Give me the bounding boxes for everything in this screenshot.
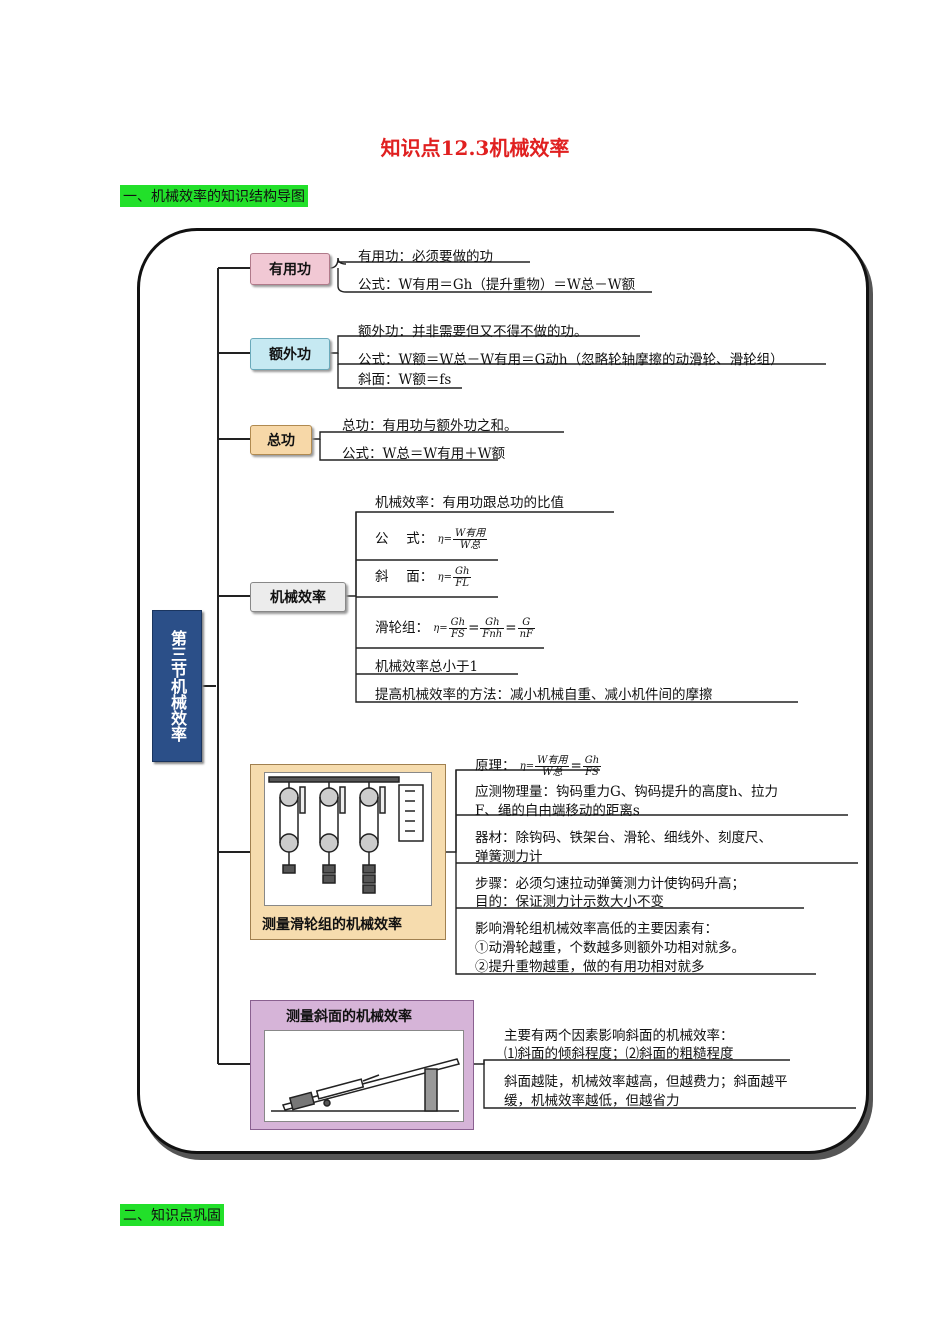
denominator: W总 (459, 540, 481, 551)
formula-label: 公 式： (375, 531, 434, 547)
pulley-steps-2: 目的：保证测力计示数大小不变 (475, 894, 664, 910)
node-efficiency: 机械效率 (250, 582, 346, 612)
root-node: 第三节机械效率 (152, 610, 202, 762)
pulley-label: 滑轮组： (375, 620, 429, 636)
denominator: Fnh (482, 629, 503, 640)
denominator: W总 (542, 767, 563, 778)
section-heading-2: 二、知识点巩固 (120, 1204, 224, 1226)
pulley-illustration (264, 772, 432, 906)
node-extra-work: 额外功 (250, 338, 330, 370)
eta-symbol: η= (437, 534, 452, 545)
incline-factors-1: 主要有两个因素影响斜面的机械效率： (504, 1028, 734, 1044)
eta-symbol: η= (437, 572, 452, 583)
useful-definition: 有用功：必须要做的功 (358, 249, 493, 265)
pulley-equipment-2: 弹簧测力计 (475, 849, 543, 865)
incline-experiment-label: 测量斜面的机械效率 (286, 1009, 412, 1025)
efficiency-less-than-one: 机械效率总小于1 (375, 659, 479, 675)
pulley-equipment-1: 器材：除钩码、铁架台、滑轮、细线外、刻度尺、 (475, 830, 772, 846)
page-title: 知识点12.3机械效率 (380, 136, 570, 160)
incline-diagram-icon (271, 1058, 461, 1112)
pulley-steps-1: 步骤：必须匀速拉动弹簧测力计使钩码升高； (475, 876, 745, 892)
pulley-factors-1: 影响滑轮组机械效率高低的主要因素有： (475, 921, 718, 937)
extra-definition: 额外功：并非需要但又不得不做的功。 (358, 324, 588, 340)
efficiency-definition: 机械效率：有用功跟总功的比值 (375, 495, 564, 511)
pulley-measure-2: F、绳的自由端移动的距离s (475, 803, 640, 819)
eta-symbol: η= (433, 623, 448, 634)
denominator: nF (519, 629, 533, 640)
efficiency-improve: 提高机械效率的方法：减小机械自重、减小机件间的摩擦 (375, 687, 713, 703)
mind-map-frame (137, 228, 869, 1154)
numerator: Gh (480, 617, 505, 629)
extra-formula: 公式：W额＝W总－W有用＝G动h（忽略轮轴摩擦的动滑轮、滑轮组） (358, 352, 784, 368)
incline-result-1: 斜面越陡，机械效率越高，但越费力；斜面越平 (504, 1074, 788, 1090)
numerator: W有用 (452, 528, 488, 540)
denominator: FS (450, 629, 465, 640)
extra-incline: 斜面：W额＝fs (358, 372, 452, 388)
denominator: FS (585, 767, 599, 778)
numerator: Gh (582, 755, 602, 767)
pulley-factors-2: ①动滑轮越重，个数越多则额外功相对就多。 (475, 940, 745, 956)
incline-label: 斜 面： (375, 569, 434, 585)
numerator: W有用 (535, 755, 570, 767)
pulley-measure-1: 应测物理量：钩码重力G、钩码提升的高度h、拉力 (475, 784, 778, 800)
incline-illustration (264, 1030, 464, 1122)
total-formula: 公式：W总＝W有用＋W额 (342, 446, 506, 462)
section-heading-1: 一、机械效率的知识结构导图 (120, 185, 308, 207)
incline-result-2: 缓，机械效率越低，但越省力 (504, 1093, 680, 1109)
numerator: G (517, 617, 535, 629)
total-definition: 总功：有用功与额外功之和。 (342, 418, 518, 434)
useful-formula: 公式：W有用＝Gh（提升重物）＝W总－W额 (358, 277, 636, 293)
denominator: FL (455, 578, 469, 589)
node-useful-work: 有用功 (250, 253, 330, 285)
pulley-experiment-label: 测量滑轮组的机械效率 (262, 917, 402, 933)
numerator: Gh (452, 566, 472, 578)
node-total-work: 总功 (250, 425, 312, 455)
numerator: Gh (448, 617, 468, 629)
principle-label: 原理： (475, 758, 516, 774)
incline-factors-2: ⑴斜面的倾斜程度；⑵斜面的粗糙程度 (504, 1046, 734, 1062)
pulley-factors-3: ②提升重物越重，做的有用功相对就多 (475, 959, 705, 975)
pulley-diagram-icon (268, 776, 424, 894)
eta-symbol: η= (519, 761, 535, 772)
